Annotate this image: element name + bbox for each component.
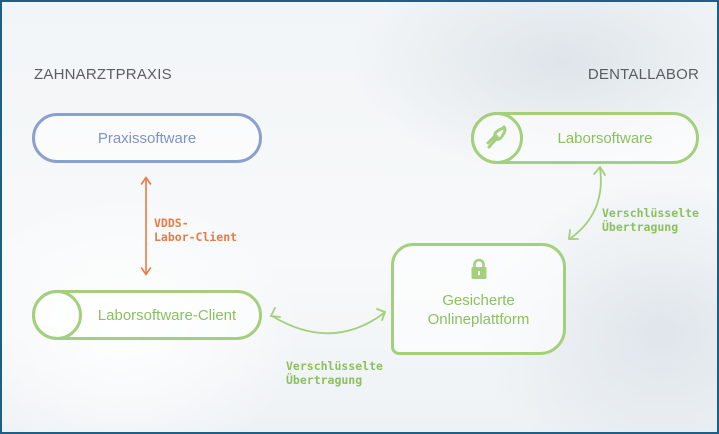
praxissoftware-label: Praxissoftware [97, 129, 197, 147]
encryption-label-right: Verschlüsselte Übertragung [602, 206, 699, 234]
encryption-label-left: Verschlüsselte Übertragung [286, 359, 383, 387]
lock-icon [471, 258, 487, 279]
vdds-label-line1: VDDS- [154, 216, 189, 230]
encryption-arrow-left [269, 307, 387, 335]
section-title-dentallabor: DENTALLABOR [587, 66, 699, 83]
laborsoftware-node: Laborsoftware [471, 112, 699, 164]
section-title-zahnarztpraxis: ZAHNARZTPRAXIS [34, 66, 172, 83]
encryption-right-line1: Verschlüsselte [602, 206, 699, 220]
plattform-label-line1: Gesicherte [442, 292, 515, 309]
laborsoftware-client-node: Laborsoftware-Client [32, 290, 262, 340]
vdds-arrow [140, 176, 152, 276]
client-circle-icon [32, 290, 82, 340]
plattform-label-line2: Onlineplattform [427, 311, 530, 328]
pliers-icon [471, 112, 523, 164]
encryption-left-line1: Verschlüsselte [286, 359, 383, 373]
encryption-right-line2: Übertragung [602, 220, 679, 234]
encryption-arrow-right [567, 165, 606, 240]
encryption-left-line2: Übertragung [286, 373, 363, 387]
onlineplattform-node: Gesicherte Onlineplattform [391, 243, 566, 355]
praxissoftware-node: Praxissoftware [32, 113, 262, 163]
vdds-label: VDDS- Labor-Client [154, 216, 237, 244]
laborsoftware-label: Laborsoftware [557, 129, 653, 147]
laborsoftware-client-label: Laborsoftware-Client [97, 306, 237, 324]
vdds-label-line2: Labor-Client [154, 230, 238, 244]
